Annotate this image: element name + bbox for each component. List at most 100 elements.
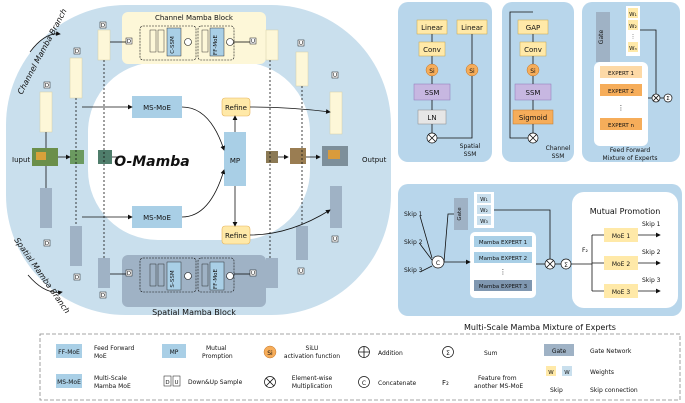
output-image-fish (328, 150, 340, 159)
legend-si-desc-2: activation function (284, 353, 340, 360)
svg-text:U: U (299, 41, 303, 47)
legend-mul-desc-1: Element-wise (292, 375, 333, 382)
spatial-feature-bar-6 (330, 186, 342, 228)
legend-d-box: D (165, 380, 169, 386)
mutual-skip-3: Skip 3 (642, 277, 661, 284)
legend-mp-desc-1: Mutual (206, 345, 227, 352)
legend-weights-desc: Weights (590, 369, 614, 376)
spatial-block-title: Spatial Mamba Block (152, 308, 236, 317)
channel-feature-bar-2 (69, 57, 83, 99)
legend-u-box: U (174, 380, 178, 386)
spatial-si-2: Si (469, 68, 475, 75)
svg-text:⋮: ⋮ (500, 268, 507, 276)
spatial-block-panel (122, 255, 266, 307)
svg-text:Σ: Σ (446, 350, 450, 357)
spatial-linear-1: Linear (421, 24, 443, 32)
channel-block-title: Channel Mamba Block (155, 14, 234, 22)
svg-text:U: U (251, 271, 255, 277)
legend-msmoe-box: MS-MoE (57, 379, 81, 386)
legend-si: Si (267, 350, 273, 357)
svg-text:D: D (75, 275, 79, 281)
spatial-feature-bar-4 (266, 258, 278, 288)
svg-text:D: D (101, 293, 105, 299)
main-architecture: Channel Mamba Block Spatial Mamba Block … (6, 5, 391, 317)
feature-image-left-2 (98, 150, 112, 164)
msmoe-panel: Skip 1 Skip 2 Skip 3 C Gate W₁ W₂ W₃ Mam… (398, 184, 682, 332)
spatial-block-internals: S-SSM FF-MoE (139, 257, 235, 293)
ffmoe-expert-1: EXPERT 1 (608, 71, 634, 77)
channel-sigmoid: Sigmoid (519, 114, 547, 122)
msmoe-expert-2: Mamba EXPERT 2 (479, 256, 527, 262)
ffmoe-w1: W₁ (629, 12, 637, 18)
spatial-conv: Conv (423, 46, 441, 54)
legend-du-desc: Down&Up Sample (188, 379, 243, 386)
msmoe-gate: Gate (457, 207, 463, 221)
legend-msmoe-desc-2: Mamba MoE (94, 383, 131, 390)
msmoe-box-bottom (132, 206, 182, 228)
msmoe-label-top: MS-MoE (143, 104, 171, 112)
mutual-promotion-title: Mutual Promotion (590, 207, 661, 216)
mutual-moe-1: MoE 1 (612, 233, 631, 240)
spatial-ssm-box: SSM (425, 89, 440, 97)
msmoe-expert-3: Mamba EXPERT 3 (479, 284, 528, 290)
spatial-branch-arrow (27, 274, 63, 296)
svg-text:D: D (45, 83, 49, 89)
ffmoe-caption-2: Mixture of Experts (603, 155, 658, 162)
legend-gate-box: Gate (552, 348, 567, 355)
svg-text:⋮: ⋮ (618, 104, 625, 112)
spatial-ln: LN (427, 114, 436, 122)
legend-mul-desc-2: Multiplication (292, 383, 332, 390)
legend-ffmoe-box: FF-MoE (58, 349, 80, 356)
legend-c-desc: Concatenate (378, 380, 417, 387)
svg-text:D: D (45, 241, 49, 247)
channel-block-internals: C-SSM FF-MoE (139, 25, 235, 61)
channel-feature-bar-6 (329, 91, 343, 135)
legend-f2-sym: F₂ (442, 379, 449, 387)
svg-text:D: D (75, 49, 79, 55)
ffmoe-panel: Gate W₁ W₂ ⋮ Wₙ EXPERT 1 EXPERT 2 ⋮ EXPE… (582, 2, 680, 162)
svg-text:Σ: Σ (564, 262, 568, 269)
channel-feature-bar-1 (39, 91, 53, 133)
channel-feature-bar-5 (295, 51, 309, 87)
spatial-feature-bar-5 (296, 226, 308, 260)
mp-box (224, 132, 246, 186)
ffmoe-wn: Wₙ (629, 46, 637, 52)
svg-text:U: U (333, 237, 337, 243)
channel-gap: GAP (526, 24, 540, 32)
ffmoe-expert-n: EXPERT n (608, 123, 635, 129)
msmoe-box-top (132, 96, 182, 118)
svg-text:U: U (333, 73, 337, 79)
legend-skip-desc: Skip connection (590, 387, 638, 394)
msmoe-w1: W₁ (480, 197, 488, 203)
svg-text:Σ: Σ (666, 96, 670, 102)
mutual-skip-1: Skip 1 (642, 221, 661, 228)
mutual-moe-3: MoE 3 (612, 289, 631, 296)
msmoe-skip-3: Skip 3 (404, 267, 423, 274)
s-ssm-label: S-SSM (170, 270, 176, 287)
spatial-ssm-caption-2: SSM (464, 151, 477, 158)
svg-text:C: C (436, 260, 440, 267)
msmoe-caption: Multi-Scale Mamba Mixture of Experts (464, 323, 616, 332)
svg-text:⋮: ⋮ (630, 34, 636, 40)
legend-add-desc: Addition (378, 350, 403, 357)
legend-ffmoe-desc-2: MoE (94, 353, 107, 360)
legend-sum-desc: Sum (484, 350, 498, 357)
ffmoe-w2: W₂ (629, 24, 637, 30)
legend-mp-box: MP (170, 349, 179, 356)
spatial-feature-bar-3 (98, 258, 110, 288)
msmoe-label-bottom: MS-MoE (143, 214, 171, 222)
channel-conv: Conv (524, 46, 542, 54)
channel-ssm-caption-1: Channel (546, 145, 571, 152)
output-label: Output (362, 156, 387, 164)
legend-skip-word: Skip (550, 387, 563, 394)
msmoe-w2: W₂ (480, 208, 488, 214)
spatial-linear-2: Linear (461, 24, 483, 32)
legend-f2-desc-2: another MS-MoE (474, 383, 523, 390)
msmoe-skip-1: Skip 1 (404, 211, 423, 218)
legend-c-sym: C (362, 380, 366, 387)
legend-ffmoe-desc-1: Feed Forward (94, 345, 135, 352)
feature-image-right-2 (290, 148, 306, 164)
main-connections (45, 41, 331, 275)
channel-si: Si (530, 68, 536, 75)
